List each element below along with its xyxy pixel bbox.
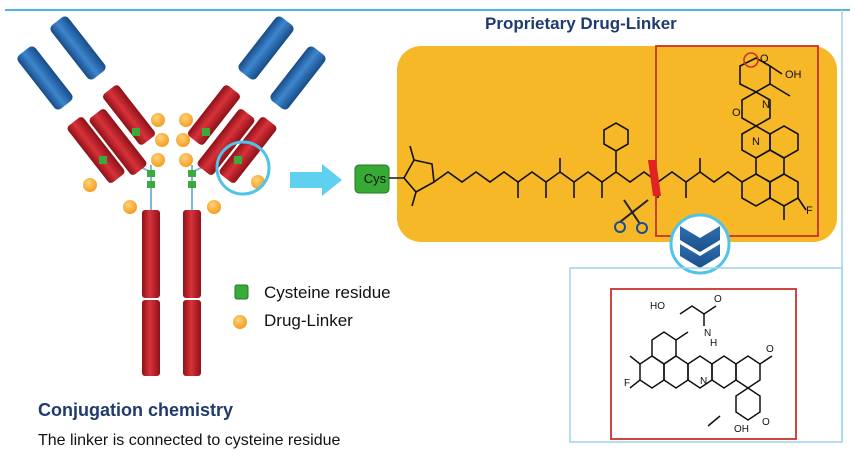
lactone-ring-marker bbox=[743, 52, 759, 68]
heavy-chain-fab-left-inner bbox=[67, 117, 125, 183]
scissors-icon bbox=[614, 199, 649, 234]
light-chain-left-outer bbox=[17, 46, 73, 110]
heavy-chain-fc-right-lower bbox=[183, 300, 201, 376]
heavy-chain-fab-right-inner bbox=[219, 117, 277, 183]
section-text: The linker is connected to cysteine resi… bbox=[38, 432, 341, 449]
legend-cysteine-swatch bbox=[234, 284, 249, 300]
cysteine-hinge bbox=[147, 181, 155, 188]
heavy-chain-fc-left-lower bbox=[142, 300, 160, 376]
cysteine-on-chain bbox=[234, 156, 242, 164]
antibody bbox=[17, 16, 326, 376]
legend-drug-linker-swatch bbox=[233, 315, 247, 329]
cys-tag-label: Cys bbox=[363, 171, 387, 186]
zoom-circle bbox=[215, 140, 271, 196]
atom-oh: OH bbox=[734, 424, 749, 435]
chevron-down-icon bbox=[680, 226, 720, 252]
heavy-chain-fab-left-outer bbox=[89, 109, 147, 175]
panel-title: Proprietary Drug-Linker bbox=[485, 14, 677, 33]
heavy-chain-fab-left-top bbox=[103, 85, 155, 145]
light-chain-left-inner bbox=[50, 16, 106, 80]
atom-o: O bbox=[766, 344, 774, 355]
drug-linker-panel bbox=[397, 46, 837, 242]
payload-structure bbox=[739, 57, 807, 220]
atom-f: F bbox=[806, 205, 813, 217]
phenyl-ring bbox=[603, 122, 629, 152]
atom-n: N bbox=[752, 136, 760, 148]
cysteine-on-chain bbox=[202, 128, 210, 136]
cysteine-on-chain bbox=[132, 128, 140, 136]
atom-o: O bbox=[732, 107, 741, 119]
heavy-chain-fc-right-upper bbox=[183, 210, 201, 298]
atom-o: O bbox=[762, 417, 770, 428]
released-payload-structure bbox=[629, 305, 773, 427]
zoom-arrow bbox=[290, 164, 342, 196]
atom-n: N bbox=[704, 328, 711, 339]
atom-f: F bbox=[624, 378, 630, 389]
light-chain-right-inner bbox=[238, 16, 294, 80]
cysteine-hinge bbox=[147, 170, 155, 177]
linker-backbone bbox=[433, 171, 743, 183]
chevron-down-icon bbox=[680, 244, 720, 268]
atom-oh: OH bbox=[785, 69, 802, 81]
heavy-chain-fab-right-top bbox=[188, 85, 240, 145]
cysteine-on-chain bbox=[99, 156, 107, 164]
drug-linker-payloads bbox=[83, 113, 265, 214]
atom-n: N bbox=[700, 376, 707, 387]
atom-o: O bbox=[760, 53, 769, 65]
payload-highlight-box bbox=[655, 45, 819, 237]
cleavage-site bbox=[648, 160, 661, 196]
cysteine-hinge bbox=[188, 170, 196, 177]
maleimide-ring bbox=[403, 145, 435, 207]
atom-o: O bbox=[714, 294, 722, 305]
cys-tag bbox=[354, 164, 390, 194]
released-payload-highlight-box bbox=[610, 288, 797, 440]
section-title: Conjugation chemistry bbox=[38, 400, 234, 420]
legend-cysteine-label: Cysteine residue bbox=[264, 283, 391, 302]
atom-ho: HO bbox=[650, 301, 665, 312]
atom-n: N bbox=[762, 99, 770, 111]
cysteine-hinge bbox=[188, 181, 196, 188]
heavy-chain-fab-right-outer bbox=[197, 109, 255, 175]
legend-drug-linker-label: Drug-Linker bbox=[264, 311, 353, 330]
light-chain-right-outer bbox=[270, 46, 326, 110]
heavy-chain-fc-left-upper bbox=[142, 210, 160, 298]
released-payload-panel bbox=[569, 267, 843, 443]
atom-h: H bbox=[710, 338, 717, 349]
